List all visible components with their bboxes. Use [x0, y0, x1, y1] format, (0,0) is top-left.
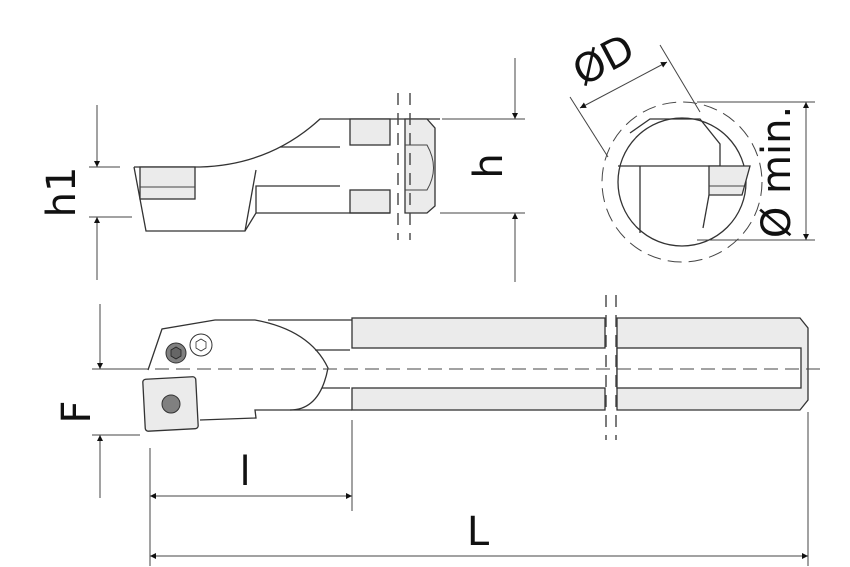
- insert-side: [139, 166, 196, 200]
- head-outline: [133, 166, 340, 232]
- insert-front: [708, 165, 751, 196]
- section-view: ØD Ø min.: [566, 26, 815, 263]
- shank-upper: [349, 118, 391, 146]
- diameter-min-label: Ø min.: [754, 106, 800, 238]
- shank-lower: [349, 189, 391, 214]
- f-label: F: [54, 400, 100, 423]
- min-bore-circle: [601, 101, 763, 263]
- L-label: L: [467, 509, 490, 555]
- plan-view: F l L: [54, 295, 820, 566]
- h1-label: h1: [39, 167, 85, 218]
- l-label: l: [239, 449, 250, 495]
- h-label: h: [466, 153, 512, 178]
- insert-screw-icon: [161, 394, 181, 414]
- shank-plan-lower: [351, 387, 606, 411]
- diameter-d-label: ØD: [566, 26, 643, 96]
- side-view: h1 h: [39, 58, 525, 282]
- head-top-curve: [134, 118, 440, 168]
- shank-plan-upper: [351, 317, 606, 349]
